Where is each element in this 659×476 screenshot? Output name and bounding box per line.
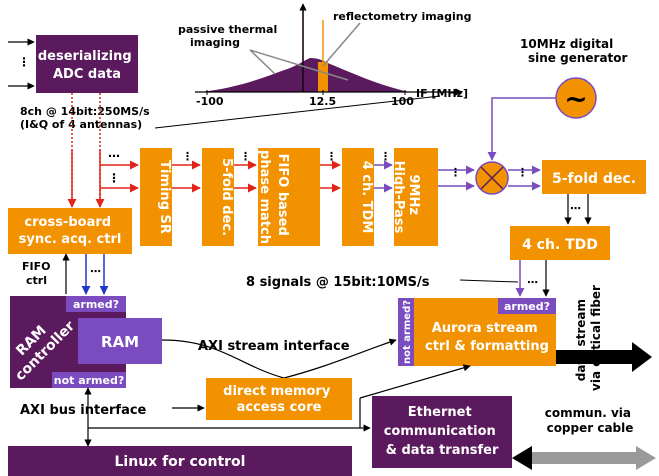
crossboard-label: cross-board sync. acq. ctrl: [19, 215, 122, 247]
fifo-block: FIFO based phase match: [257, 148, 320, 246]
decimation-2-label: 5-fold dec.: [552, 171, 636, 187]
reflectometry-label: reflectometry imaging: [333, 10, 471, 23]
tdd-label: 4 ch. TDD: [522, 237, 598, 253]
svg-text:⋮: ⋮: [326, 150, 337, 163]
dma-label: direct memory access core: [223, 384, 335, 415]
spectrum-plot: passive thermal imaging reflectometry im…: [178, 3, 471, 108]
highpass-label: 9MHz High-Pass: [391, 161, 421, 234]
crossboard-block: cross-board sync. acq. ctrl: [8, 208, 132, 254]
adc-data-lines: ⋯ ⋮: [67, 93, 139, 208]
decimation-2-block: 5-fold dec.: [542, 160, 646, 194]
aurora-label: Aurora stream ctrl & formatting: [425, 321, 549, 354]
oscillator-symbol: ~: [564, 82, 587, 115]
copper-arrow: [512, 446, 656, 470]
adc-note: 8ch @ 14bit:250MS/s (I&Q of 4 antennas): [20, 105, 154, 131]
svg-text:⋯: ⋯: [527, 276, 538, 289]
decimation-1-block: 5-fold dec.: [202, 148, 234, 246]
svg-text:⋮: ⋮: [108, 171, 120, 185]
aurora-not-armed-text: not armed?: [402, 300, 413, 364]
svg-text:⋮: ⋮: [182, 150, 193, 163]
svg-text:⋮: ⋮: [18, 55, 30, 69]
signals-note: 8 signals @ 15bit:10MS/s: [246, 275, 430, 290]
timing-sr-block: Timing SR: [140, 148, 172, 246]
copper-label: commun. via copper cable: [545, 406, 635, 435]
tick-left: -100: [196, 95, 224, 108]
deserializer-block: deserializing ADC data ⋮: [8, 35, 138, 93]
ram-not-armed-badge: [52, 372, 126, 388]
tdm-block: 4 ch. TDM: [342, 148, 374, 246]
timing-sr-label: Timing SR: [157, 160, 172, 234]
svg-text:⋯: ⋯: [108, 149, 120, 163]
svg-text:⋮: ⋮: [240, 150, 251, 163]
ram-armed-text: armed?: [73, 298, 119, 311]
linux-block: Linux for control: [8, 446, 352, 476]
passive-thermal-label: passive thermal imaging: [178, 23, 281, 49]
optical-fiber-label: data stream via optical fiber: [574, 285, 603, 391]
aurora-block: armed? not armed? Aurora stream ctrl & f…: [398, 298, 556, 366]
oscillator-label: 10MHz digital sine generator: [520, 37, 628, 65]
fifo-label: FIFO based phase match: [257, 150, 290, 244]
aurora-not-armed-badge: [398, 298, 414, 366]
pipeline-connectors: ⋮ ⋮ ⋮ ⋮ ⋮ ⋮ ⋯ ⋯: [172, 150, 592, 297]
dma-block: direct memory access core: [206, 378, 352, 420]
highpass-block: 9MHz High-Pass: [391, 148, 438, 246]
decimation-1-label: 5-fold dec.: [219, 158, 234, 236]
deserializer-label: deserializing ADC data: [38, 49, 136, 82]
tick-right: 100: [391, 95, 414, 108]
svg-text:⋮: ⋮: [517, 166, 528, 179]
aurora-armed-text: armed?: [504, 300, 550, 313]
ram-label: RAM: [101, 333, 139, 351]
spectrum-curve: [200, 58, 410, 92]
reflectometry-band: [318, 62, 328, 92]
linux-label: Linux for control: [115, 454, 246, 470]
ram-controller-block: RAM controller armed? not armed? RAM: [10, 296, 162, 388]
svg-text:⋮: ⋮: [380, 150, 391, 163]
svg-text:⋯: ⋯: [90, 265, 101, 278]
tdm-label: 4 ch. TDM: [359, 161, 374, 234]
mixer-icon: [475, 161, 509, 195]
svg-text:⋮: ⋮: [450, 166, 461, 179]
ram-armed-badge: [66, 296, 126, 312]
axi-bus-label: AXI bus interface: [20, 403, 147, 418]
ethernet-label: Ethernet communication & data transfer: [384, 405, 501, 458]
ram-not-armed-text: not armed?: [54, 374, 125, 387]
aurora-armed-badge: [498, 298, 556, 314]
svg-text:⋯: ⋯: [570, 202, 581, 215]
axi-stream-label: AXI stream interface: [198, 339, 350, 354]
optical-fiber-arrow: [556, 342, 652, 372]
tdd-block: 4 ch. TDD: [510, 226, 610, 260]
tick-mid: 12.5: [309, 95, 336, 108]
ram-box: [78, 318, 162, 364]
deserializer-box: [36, 35, 138, 93]
fifo-ctrl-label: FIFO ctrl: [22, 260, 54, 287]
ethernet-block: Ethernet communication & data transfer: [372, 396, 512, 468]
